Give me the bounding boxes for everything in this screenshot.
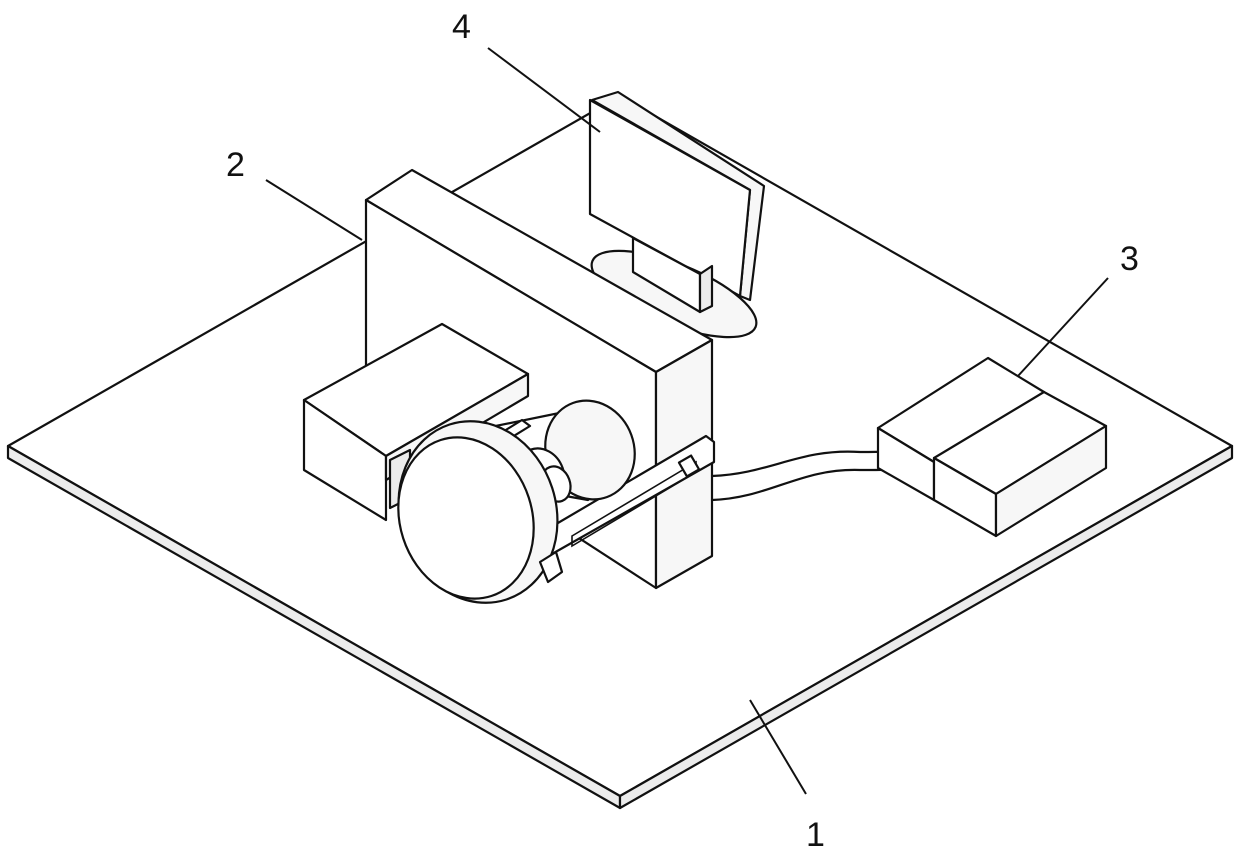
- callout-2: 2: [226, 146, 245, 184]
- leader-2: [266, 180, 362, 240]
- leader-4: [488, 48, 600, 132]
- callout-4: 4: [452, 8, 471, 46]
- callout-1: 1: [806, 816, 825, 854]
- callout-3: 3: [1120, 240, 1139, 278]
